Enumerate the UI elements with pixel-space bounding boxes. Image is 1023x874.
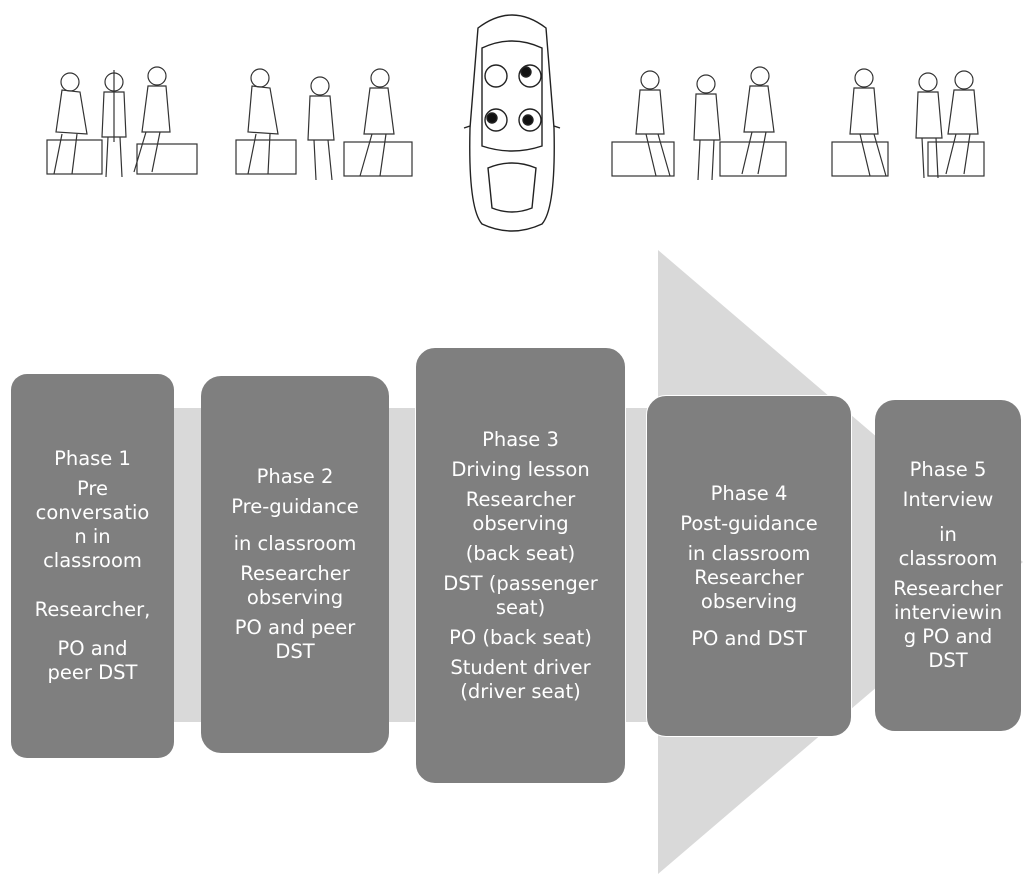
phase-2-line-4: observing: [246, 586, 344, 609]
phase-5-box: Phase 5 Interview in classroom Researche…: [875, 400, 1021, 731]
phase-1-line-1: Pre: [76, 477, 108, 500]
phase-4-line-4: observing: [700, 589, 798, 613]
phase-3-line-7: PO (back seat): [449, 625, 592, 649]
phase-3-line-8: Student driver: [450, 655, 591, 679]
phase-4-line-5: PO and DST: [691, 626, 807, 650]
phase-3-line-9: (driver seat): [460, 679, 581, 703]
phase-5-line-6: g PO and: [903, 625, 993, 648]
phase-5-line-7: DST: [928, 649, 968, 672]
phase-1-line-5: Researcher,: [34, 598, 151, 621]
phase-2-line-1: Pre-guidance: [231, 495, 359, 518]
group-of-three-sitting-sketch-1: [42, 62, 202, 188]
phase-5-line-5: interviewin: [893, 601, 1003, 624]
phase-1-line-7: peer DST: [47, 661, 138, 684]
phase-5-line-2: in: [939, 523, 957, 546]
group-of-three-sitting-sketch-2: [234, 62, 416, 188]
phase-1-box: Phase 1 Pre conversatio n in classroom R…: [11, 374, 174, 758]
phase-4-box: Phase 4 Post-guidance in classroom Resea…: [646, 395, 852, 737]
phase-5-title: Phase 5: [909, 458, 987, 481]
phase-5-line-4: Researcher: [893, 577, 1003, 600]
phase-2-line-2: in classroom: [233, 532, 357, 555]
phase-1-title: Phase 1: [54, 447, 131, 470]
phase-2-line-6: DST: [275, 640, 315, 663]
phase-2-box: Phase 2 Pre-guidance in classroom Resear…: [201, 376, 389, 753]
car-top-view-with-four-occupants-sketch: [458, 8, 566, 236]
phase-1-line-4: classroom: [43, 549, 142, 572]
phase-4-line-1: Post-guidance: [680, 511, 818, 535]
phase-4-title: Phase 4: [710, 481, 788, 505]
phase-3-line-5: DST (passenger: [443, 571, 598, 595]
phase-2-title: Phase 2: [256, 465, 334, 488]
group-of-three-sitting-sketch-4: [828, 62, 988, 188]
phase-3-line-3: observing: [472, 511, 569, 535]
phase-5-line-1: Interview: [902, 488, 994, 511]
phase-2-line-3: Researcher: [240, 562, 350, 585]
phase-1-line-2: conversatio: [35, 501, 150, 524]
group-of-three-sitting-sketch-3: [608, 62, 790, 188]
phase-1-line-6: PO and: [57, 637, 128, 660]
phase-3-box: Phase 3 Driving lesson Researcher observ…: [415, 347, 626, 784]
phase-4-line-2: in classroom: [687, 541, 811, 565]
phase-3-line-2: Researcher: [465, 487, 576, 511]
connector-bar-2-3: [388, 408, 420, 722]
phase-3-line-6: seat): [495, 595, 546, 619]
phase-3-line-1: Driving lesson: [451, 457, 590, 481]
phase-3-title: Phase 3: [482, 427, 559, 451]
phase-2-line-5: PO and peer: [234, 616, 356, 639]
phase-1-line-3: n in: [74, 525, 111, 548]
connector-bar-3-4: [624, 408, 650, 722]
phase-5-line-3: classroom: [898, 547, 998, 570]
connector-bar-1-2: [170, 408, 206, 722]
phase-3-line-4: (back seat): [465, 541, 576, 565]
phase-4-line-3: Researcher: [694, 565, 804, 589]
